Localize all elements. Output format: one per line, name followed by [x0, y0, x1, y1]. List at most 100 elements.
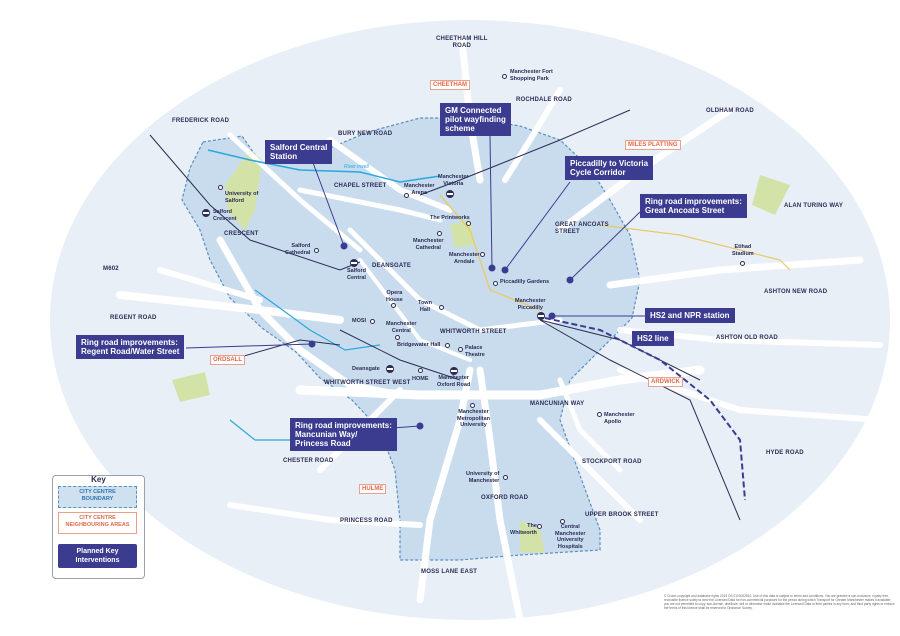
place-label-palace-theatre: Palace Theatre [465, 345, 485, 358]
area-label-ordsall: ORDSALL [210, 355, 245, 365]
place-label-salford-cathedral: Salford Cathedral [285, 243, 311, 256]
road-label-cheetham-hill-road: CHEETHAM HILL ROAD [436, 36, 488, 49]
area-label-cheetham: CHEETHAM [430, 80, 470, 90]
copyright-notice: © Crown copyright and database rights 20… [664, 594, 895, 610]
road-label-oxford-road: OXFORD ROAD [481, 495, 529, 501]
rail-station-icon [537, 312, 545, 320]
place-marker [480, 252, 485, 257]
green-space [520, 520, 545, 553]
place-label-the-printworks: The Printworks [430, 215, 470, 221]
road-label-rochdale-road: ROCHDALE ROAD [516, 97, 572, 103]
rail-station-icon [350, 259, 358, 267]
metrolink-line [599, 224, 791, 271]
river [254, 289, 381, 351]
place-label-mosi: MOSI [352, 318, 367, 324]
place-marker [560, 519, 565, 524]
road-label-stockport-road: STOCKPORT ROAD [582, 459, 642, 465]
area-label-miles-platting: MILES PLATTING [625, 140, 681, 150]
callout-leaders [185, 135, 645, 429]
place-marker [740, 261, 745, 266]
place-label-salford-crescent: Salford Crescent [213, 209, 237, 222]
road-label-whitworth-street: WHITWORTH STREET [440, 329, 507, 335]
place-label-piccadilly-gardens: Piccadilly Gardens [500, 279, 550, 285]
rail-station-icon [386, 365, 394, 373]
place-marker [418, 368, 423, 373]
place-label-the-whitworth: The Whitworth [510, 523, 537, 536]
place-label-manchester-central: Manchester Central [386, 321, 417, 334]
road-label-crescent: CRESCENT [224, 231, 259, 237]
place-label-cmu-hospitals: Central Manchester University Hospitals [555, 524, 586, 550]
road-label-ashton-old-road: ASHTON OLD ROAD [716, 335, 778, 341]
callout-hs2-npr-station: HS2 and NPR station [645, 308, 735, 323]
place-marker [470, 403, 475, 408]
road-label-alan-turing-way: ALAN TURING WAY [784, 203, 844, 209]
road-label-princess-road: PRINCESS ROAD [340, 518, 393, 524]
place-marker [493, 281, 498, 286]
place-marker [458, 347, 463, 352]
place-label-manchester-arena: Manchester Arena [404, 183, 435, 196]
callout-gm-connected: GM Connected pilot wayfinding scheme [440, 103, 511, 136]
river [229, 419, 300, 441]
place-label-manchester-arndale: Manchester Arndale [449, 252, 480, 265]
place-marker [502, 74, 507, 79]
key-planned-interventions: Planned Key Interventions [58, 544, 137, 568]
place-marker [537, 524, 542, 529]
callout-regent-road-water-street: Ring road improvements: Regent Road/Wate… [76, 335, 185, 359]
place-label-fort-shopping-park: Manchester Fort Shopping Park [510, 69, 553, 82]
road-label-bury-new-road: BURY NEW ROAD [338, 131, 393, 137]
map-key: Key CITY CENTRE BOUNDARY CITY CENTRE NEI… [52, 475, 145, 579]
place-label-deansgate-station: Deansgate [352, 366, 380, 372]
place-marker [395, 335, 400, 340]
place-marker [597, 412, 602, 417]
place-label-manchester-oxford-road: Manchester Oxford Road [437, 375, 471, 388]
road-label-great-ancoats-street: GREAT ANCOATS STREET [555, 222, 609, 235]
callout-points [308, 242, 574, 430]
place-marker [218, 185, 223, 190]
callout-salford-central-station: Salford Central Station [265, 140, 333, 164]
place-label-bridgewater-hall: Bridgewater Hall [397, 342, 441, 348]
callout-hs2-line: HS2 line [632, 331, 674, 346]
hs2-line-route [544, 317, 746, 501]
road-label-moss-lane-east: MOSS LANE EAST [421, 569, 478, 575]
key-city-centre-boundary: CITY CENTRE BOUNDARY [58, 486, 137, 508]
place-marker [314, 248, 319, 253]
place-label-salford-central: Salford Central [347, 268, 366, 281]
place-label-university-of-salford: University of Salford [225, 191, 259, 204]
place-label-home: HOME [412, 376, 429, 382]
road-label-hyde-road: HYDE ROAD [766, 450, 804, 456]
road-label-regent-road: REGENT ROAD [110, 315, 157, 321]
green-space [752, 175, 790, 215]
place-label-etihad-stadium: Etihad Stadium [732, 244, 754, 257]
place-marker [437, 231, 442, 236]
road-label-chapel-street: CHAPEL STREET [334, 183, 387, 189]
river-irwell [207, 149, 441, 183]
place-marker [439, 305, 444, 310]
place-marker [445, 343, 450, 348]
road-label-m602: M602 [103, 266, 119, 272]
green-space [225, 150, 262, 230]
city-centre-boundary [181, 117, 641, 561]
place-marker [503, 475, 508, 480]
key-title: Key [91, 475, 106, 484]
road-label-chester-road: CHESTER ROAD [283, 458, 334, 464]
area-label-hulme: HULME [359, 484, 387, 494]
road-label-deansgate: DEANSGATE [372, 263, 412, 269]
callout-mancunian-way-princess-road: Ring road improvements: Mancunian Way/ P… [290, 418, 397, 451]
area-label-ardwick: ARDWICK [648, 377, 683, 387]
road-label-whitworth-street-west: WHITWORTH STREET WEST [324, 380, 411, 386]
place-label-university-of-manchester: University of Manchester [466, 471, 500, 484]
place-marker [391, 303, 396, 308]
place-marker [370, 319, 375, 324]
place-marker [466, 221, 471, 226]
green-space [450, 220, 475, 248]
place-marker [404, 193, 409, 198]
metrolink-line [439, 194, 541, 311]
callout-great-ancoats-street: Ring road improvements: Great Ancoats St… [640, 194, 747, 218]
place-label-manchester-victoria: Manchester Victoria [438, 174, 469, 187]
place-label-manchester-piccadilly: Manchester Piccadilly [515, 298, 546, 311]
rail-station-icon [202, 209, 210, 217]
key-neighbouring-areas: CITY CENTRE NEIGHBOURING AREAS [58, 512, 137, 534]
place-label-manchester-apollo: Manchester Apollo [604, 412, 635, 425]
rail-station-icon [450, 367, 458, 375]
road-label-mancunian-way: MANCUNIAN WAY [530, 401, 585, 407]
